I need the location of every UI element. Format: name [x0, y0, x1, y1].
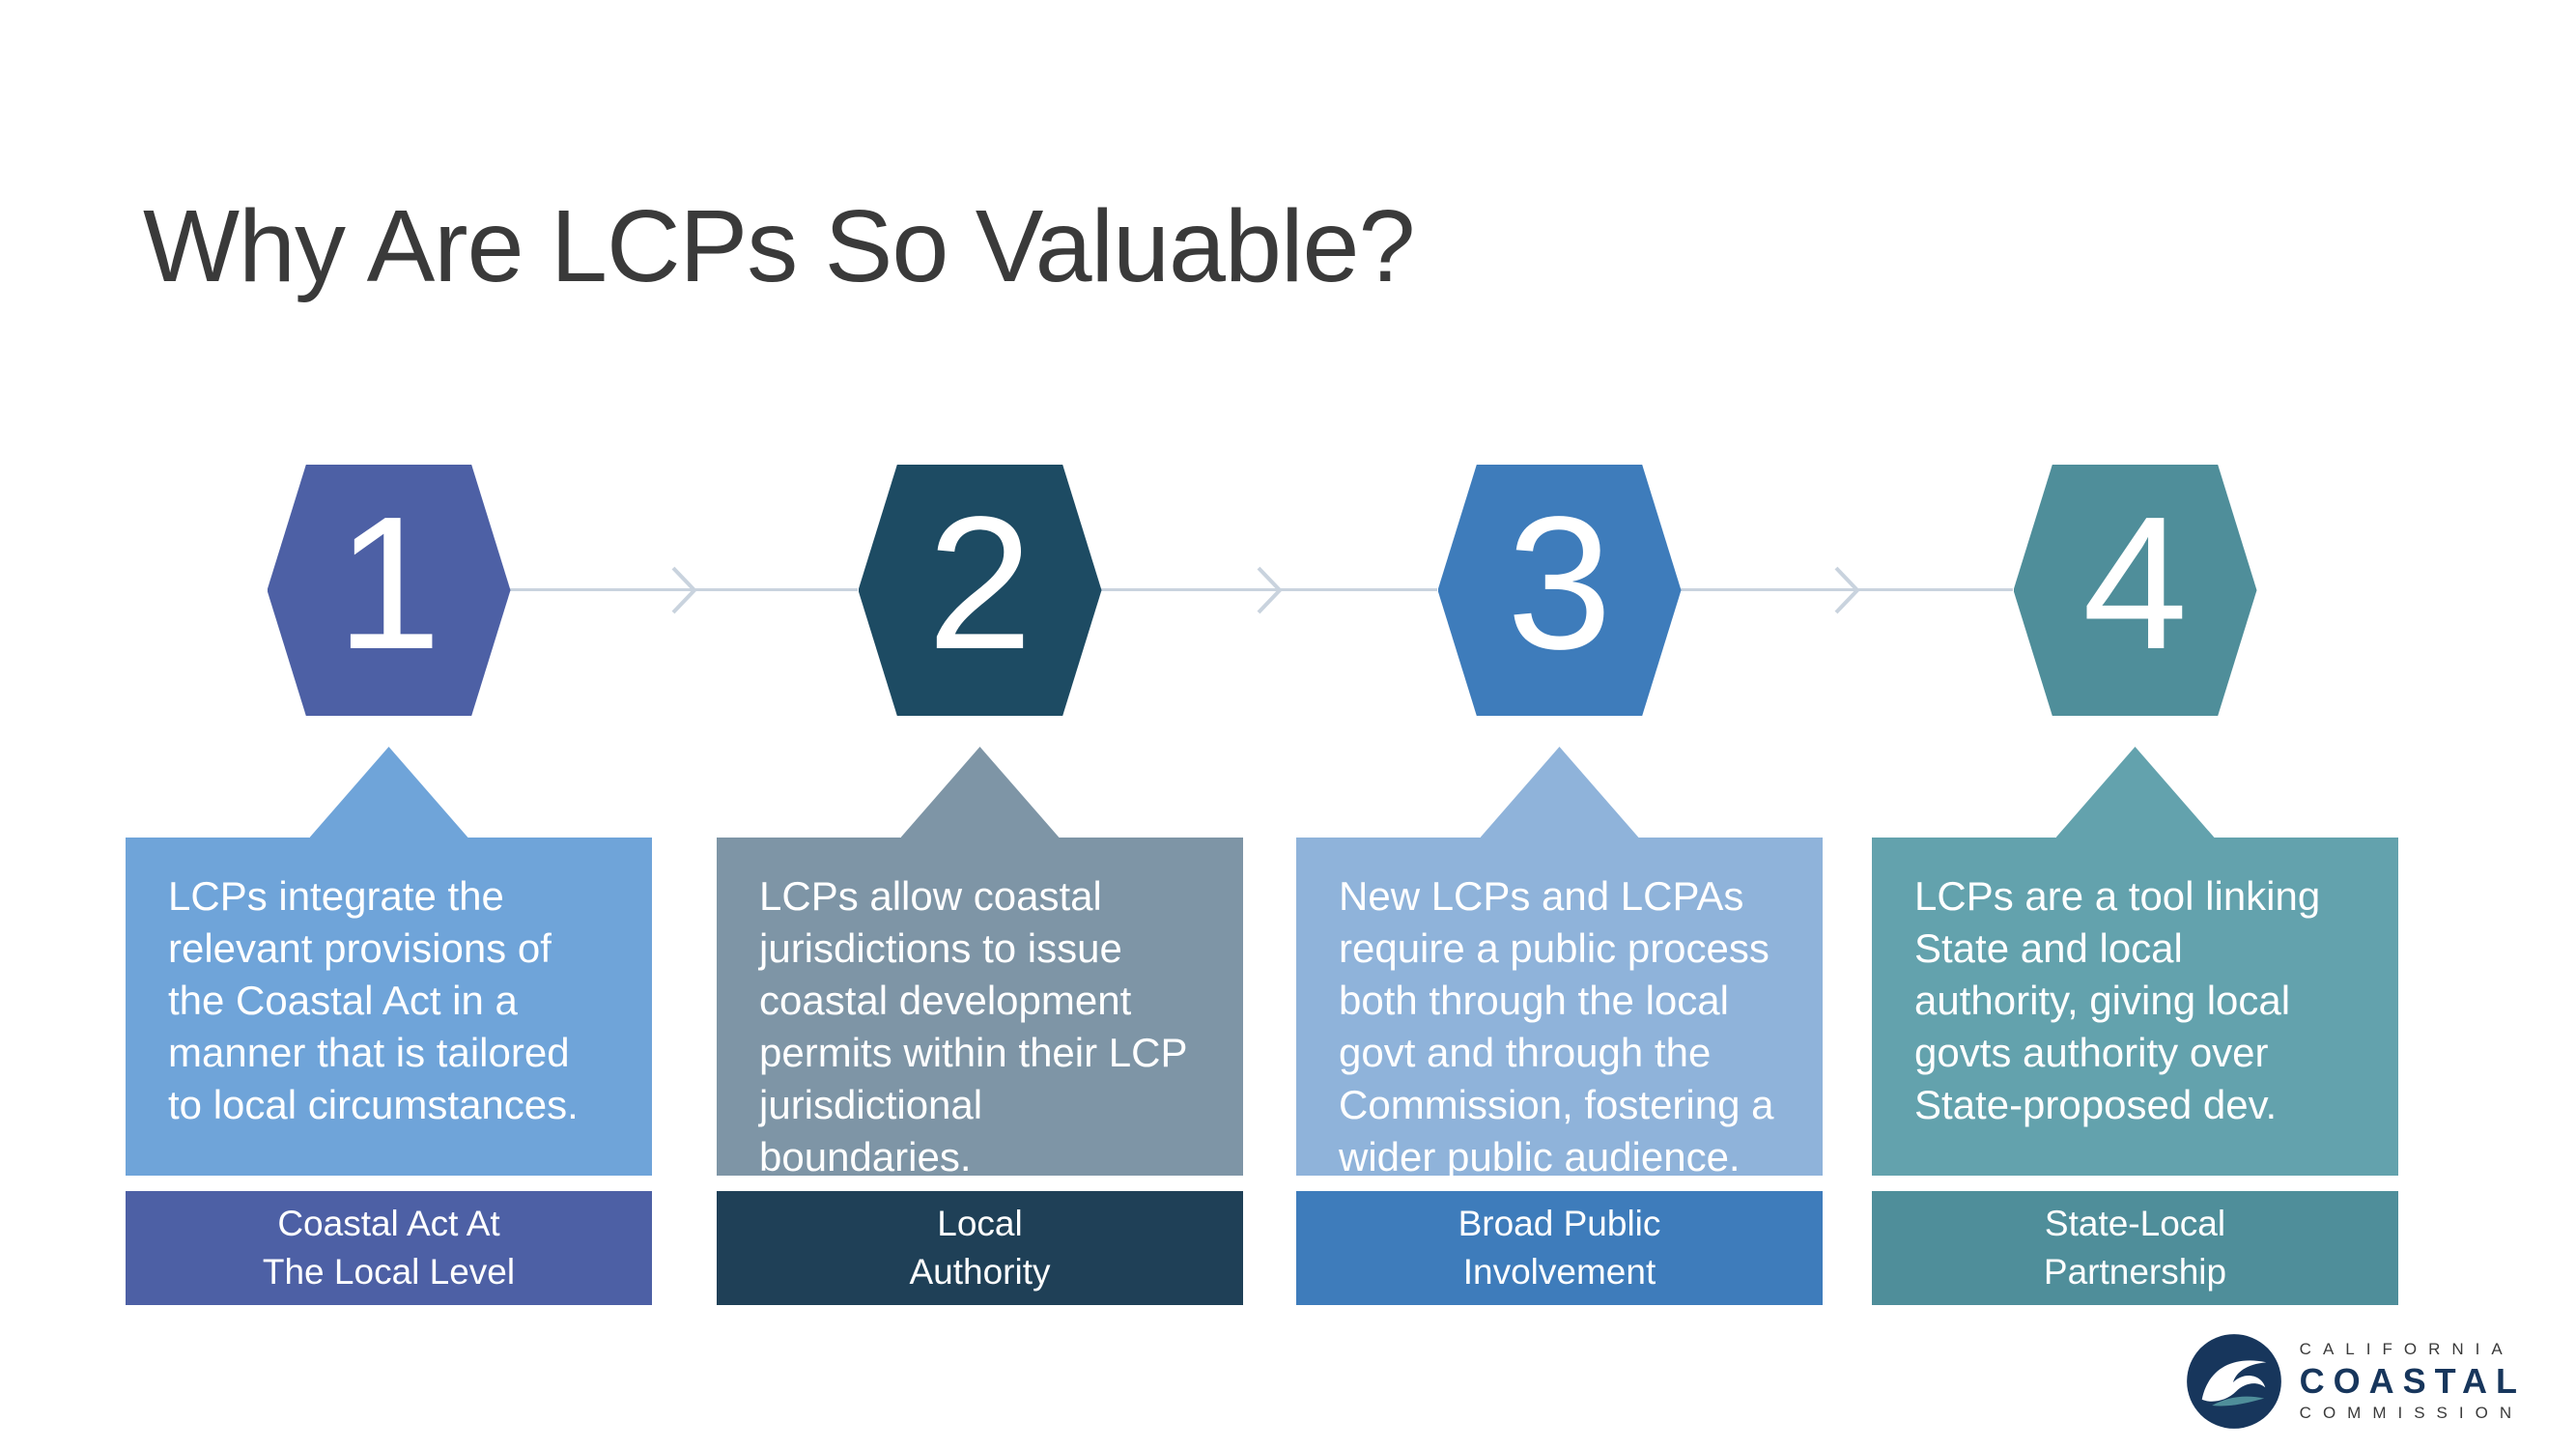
footer-text: Broad Public Involvement	[1458, 1204, 1661, 1292]
chevron-right-icon	[1257, 566, 1283, 614]
hexagon-3: 3	[1437, 465, 1682, 716]
description-text: New LCPs and LCPAs require a public proc…	[1339, 873, 1774, 1179]
description-box: LCPs are a tool linking State and local …	[1872, 838, 2398, 1176]
hexagon-4: 4	[2013, 465, 2257, 716]
footer-text: Local Authority	[909, 1204, 1051, 1292]
step-number: 3	[1506, 477, 1612, 689]
description-text: LCPs allow coastal jurisdictions to issu…	[759, 873, 1188, 1179]
footer-label: Broad Public Involvement	[1296, 1191, 1823, 1305]
description-box: LCPs allow coastal jurisdictions to issu…	[717, 838, 1243, 1179]
connector-line	[510, 588, 858, 591]
wave-logo-icon	[2186, 1334, 2281, 1429]
footer-label: Coastal Act At The Local Level	[126, 1191, 652, 1305]
connector-2	[1101, 561, 1437, 619]
footer-label: State-Local Partnership	[1872, 1191, 2398, 1305]
chevron-right-icon	[1834, 566, 1860, 614]
logo-text: CALIFORNIA COASTAL COMMISSION	[2300, 1340, 2526, 1423]
hexagon-2: 2	[858, 465, 1102, 716]
footer-label: Local Authority	[717, 1191, 1243, 1305]
slide-title: Why Are LCPs So Valuable?	[143, 189, 1415, 303]
step-2: 2 LCPs allow coastal jurisdictions to is…	[717, 465, 1243, 1305]
callout-pointer	[2055, 747, 2215, 838]
connector-1	[510, 561, 858, 619]
logo-line-coastal: COASTAL	[2299, 1361, 2526, 1401]
callout-pointer	[309, 747, 468, 838]
chevron-right-icon	[671, 566, 697, 614]
step-1: 1 LCPs integrate the relevant provisions…	[126, 465, 652, 1305]
step-3: 3 New LCPs and LCPAs require a public pr…	[1296, 465, 1823, 1305]
step-number: 1	[335, 477, 441, 689]
logo-line-commission: COMMISSION	[2299, 1404, 2524, 1422]
callout-pointer	[1480, 747, 1639, 838]
footer-text: State-Local Partnership	[2043, 1204, 2227, 1292]
description-text: LCPs are a tool linking State and local …	[1914, 873, 2321, 1127]
coastal-commission-logo: CALIFORNIA COASTAL COMMISSION	[2184, 1331, 2526, 1432]
hexagon-1: 1	[267, 465, 511, 716]
step-number: 2	[926, 477, 1033, 689]
callout-pointer	[900, 747, 1060, 838]
description-box: New LCPs and LCPAs require a public proc…	[1296, 838, 1823, 1179]
connector-line	[1101, 588, 1437, 591]
connector-line	[1681, 588, 2013, 591]
logo-line-california: CALIFORNIA	[2299, 1340, 2514, 1358]
description-text: LCPs integrate the relevant provisions o…	[168, 873, 579, 1127]
step-4: 4 LCPs are a tool linking State and loca…	[1872, 465, 2398, 1305]
connector-3	[1681, 561, 2013, 619]
description-box: LCPs integrate the relevant provisions o…	[126, 838, 652, 1176]
footer-text: Coastal Act At The Local Level	[262, 1204, 516, 1292]
step-number: 4	[2081, 477, 2188, 689]
